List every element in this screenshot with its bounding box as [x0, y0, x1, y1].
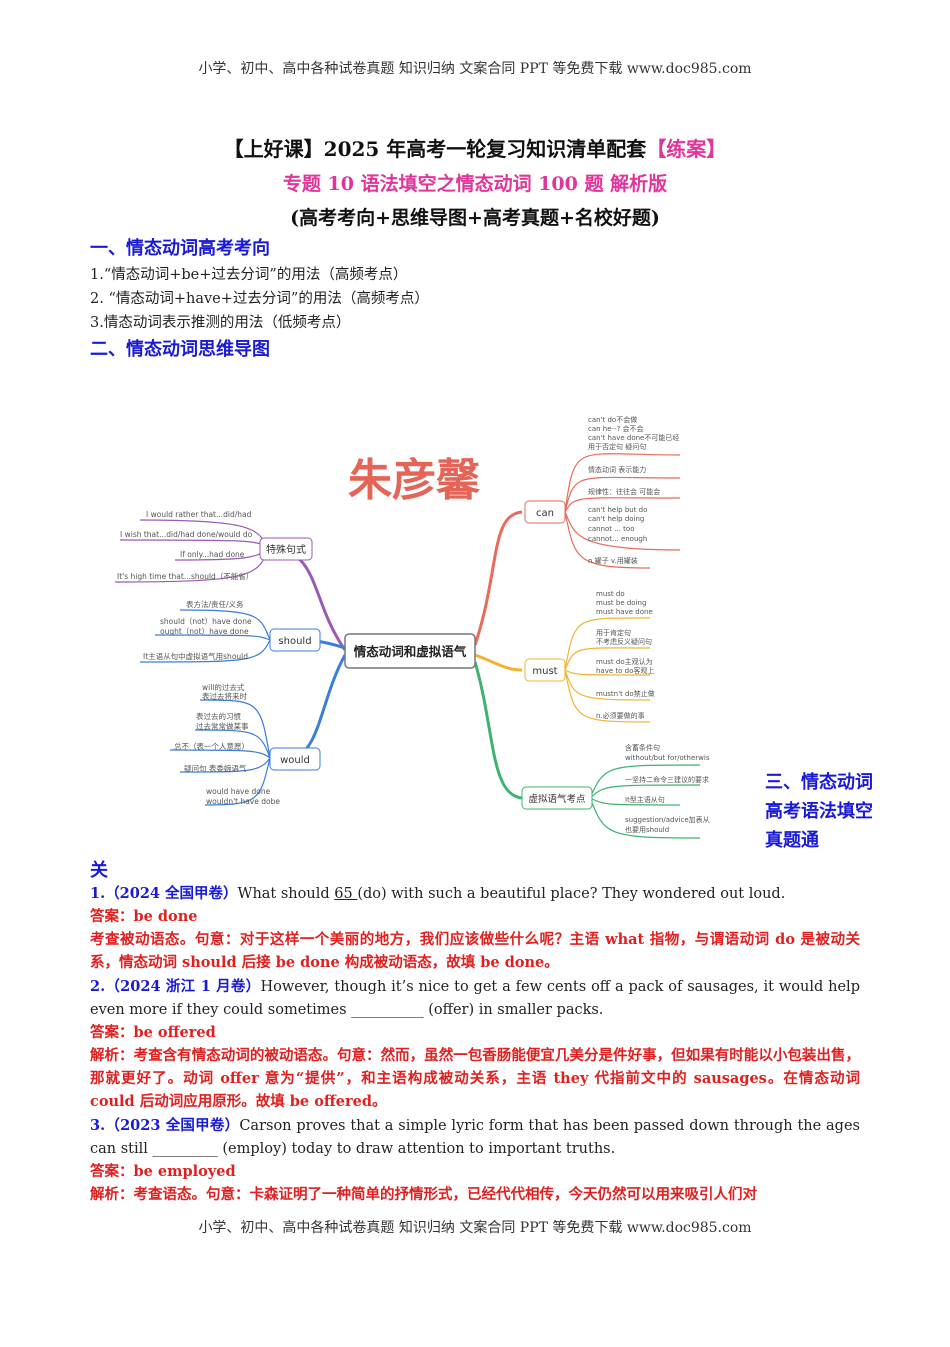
- section-3-heading: 三、情态动词高考语法填空真题通: [765, 772, 873, 851]
- mind-map: 朱彦馨 情态动词和虚拟语气 特殊句式 I would rather that..…: [114, 415, 710, 839]
- leaf: must have done: [596, 608, 653, 616]
- leaf: 表方法/责任/义务: [186, 599, 244, 609]
- question-1: 1.（2024 全国甲卷）What should 65 (do) with su…: [90, 882, 860, 906]
- leaf: have to do客观上: [596, 666, 654, 675]
- question-text: However, though it’s nice to get a few c…: [90, 979, 860, 1018]
- section-3-heading-tail: 关: [90, 860, 108, 881]
- leaf: 情态动词 表示能力: [588, 465, 646, 474]
- branch-must-label: must: [532, 666, 557, 677]
- leaf: must do主观认为: [596, 657, 653, 666]
- question-text: What should: [237, 886, 335, 902]
- leaf: 疑问句 表委婉语气: [184, 763, 247, 773]
- question-text: (offer) in smaller packs.: [423, 1002, 604, 1018]
- mind-map-watermark: 朱彦馨: [348, 455, 481, 506]
- question-text: (do) with such a beautiful place? They w…: [357, 886, 786, 902]
- leaf: suggestion/advice加表从/同位语从句: [625, 815, 710, 824]
- question-text: (employ) today to draw attention to impo…: [217, 1141, 616, 1157]
- leaf: will的过去式: [202, 682, 245, 692]
- doc-subtitle-2: (高考考向+思维导图+高考真题+名校好题): [290, 207, 660, 229]
- leaf: n.必须要做的事: [596, 711, 645, 720]
- leaf: 也要用should: [625, 825, 669, 834]
- section-1-item: 3.情态动词表示推测的用法（低频考点）: [90, 315, 351, 331]
- leaf: 表过去将来时: [202, 691, 247, 701]
- leaf: should（not）have done: [160, 617, 252, 626]
- branch-can-label: can: [536, 508, 554, 519]
- leaf: cannot ... too: [588, 525, 634, 533]
- branch-would-label: would: [280, 755, 310, 766]
- analysis-3: 解析：考查语态。句意：卡森证明了一种简单的抒情形式，已经代代相传，今天仍然可以用…: [90, 1186, 757, 1203]
- leaf: 不考虑反义疑问句: [596, 637, 652, 646]
- leaf: ought（not）have done: [160, 627, 249, 636]
- leaf: mustn't do禁止做: [596, 689, 655, 698]
- section-2-heading: 二、情态动词思维导图: [90, 339, 270, 360]
- leaf: must do: [596, 590, 625, 598]
- leaf: would have done: [206, 787, 271, 796]
- doc-title-tag: 【练案】: [646, 137, 727, 161]
- leaf: can't help doing: [588, 515, 644, 523]
- leaf: 用于肯定句: [596, 628, 631, 637]
- page-header: 小学、初中、高中各种试卷真题 知识归纳 文案合同 PPT 等免费下载 www.d…: [198, 61, 752, 77]
- leaf: n.罐子 v.用罐装: [588, 556, 638, 565]
- leaf: 一坚持二命令三建议的要求: [625, 775, 709, 784]
- leaf: 规律性：往往会 可能会: [588, 487, 660, 496]
- doc-title: 【上好课】2025 年高考一轮复习知识清单配套【练案】: [0, 133, 950, 162]
- analysis-2: 解析：考查含有情态动词的被动语态。句意：然而，虽然一包香肠能便宜几美分是件好事，…: [90, 1047, 860, 1110]
- mind-map-center: 情态动词和虚拟语气: [354, 644, 467, 659]
- analysis-1: 考查被动语态。句意：对于这样一个美丽的地方，我们应该做些什么呢？主语 what …: [90, 931, 860, 971]
- leaf: I wish that...did/had done/would do: [120, 530, 253, 539]
- leaf: 过去常常做某事: [196, 721, 249, 731]
- leaf: 含蓄条件句: [625, 743, 660, 752]
- leaf: can't help but do: [588, 506, 647, 514]
- doc-subtitle: 专题 10 语法填空之情态动词 100 题 解析版: [282, 173, 668, 195]
- leaf: wouldn't have dobe: [206, 797, 280, 806]
- leaf: can't have done不可能已经: [588, 433, 679, 442]
- answer-3: 答案：be employed: [90, 1163, 236, 1180]
- section-1-heading: 一、情态动词高考考向: [90, 238, 270, 259]
- leaf: It型主语从句: [625, 795, 665, 804]
- page-footer: 小学、初中、高中各种试卷真题 知识归纳 文案合同 PPT 等免费下载 www.d…: [198, 1220, 752, 1236]
- answer-1: 答案：be done: [90, 908, 198, 925]
- leaf: 用于否定句 疑问句: [588, 442, 646, 451]
- branch-should-label: should: [278, 636, 311, 647]
- branch-special-label: 特殊句式: [266, 543, 306, 556]
- section-1-item: 1.“情态动词+be+过去分词”的用法（高频考点）: [90, 267, 408, 283]
- leaf: If only...had done: [180, 550, 245, 559]
- leaf: It主语从句中虚拟语气用should: [143, 651, 248, 661]
- leaf: I would rather that...did/had: [146, 510, 252, 519]
- leaf: must be doing: [596, 599, 646, 607]
- question-blank: 65: [334, 886, 358, 902]
- leaf: 表过去的习惯: [196, 711, 241, 721]
- leaf: It's high time that...should（不能省）: [117, 571, 253, 581]
- question-blank: __________: [351, 1002, 424, 1018]
- leaf: can't do不会做: [588, 415, 637, 424]
- leaf: can he--? 会不会: [588, 424, 644, 433]
- leaf: cannot... enough: [588, 535, 647, 543]
- question-source: 3.（2023 全国甲卷）: [90, 1117, 240, 1134]
- leaf: 总不（表一个人意愿）: [174, 741, 249, 751]
- question-text: Carson proves that a simple lyric form t…: [90, 1118, 860, 1157]
- leaf: without/but for/otherwise/or: [625, 754, 710, 762]
- doc-title-main: 【上好课】2025 年高考一轮复习知识清单配套: [223, 137, 647, 161]
- branch-subjunctive-label: 虚拟语气考点: [528, 793, 586, 805]
- question-source: 1.（2024 全国甲卷）: [90, 885, 238, 902]
- answer-2: 答案：be offered: [90, 1024, 216, 1041]
- question-source: 2.（2024 浙江 1 月卷）: [90, 978, 261, 995]
- section-1-item: 2. “情态动词+have+过去分词”的用法（高频考点）: [90, 291, 429, 307]
- question-blank: _________: [152, 1141, 218, 1157]
- question-3: 3.（2023 全国甲卷）Carson proves that a simple…: [90, 1114, 860, 1161]
- question-2: 2.（2024 浙江 1 月卷）However, though it’s nic…: [90, 975, 860, 1022]
